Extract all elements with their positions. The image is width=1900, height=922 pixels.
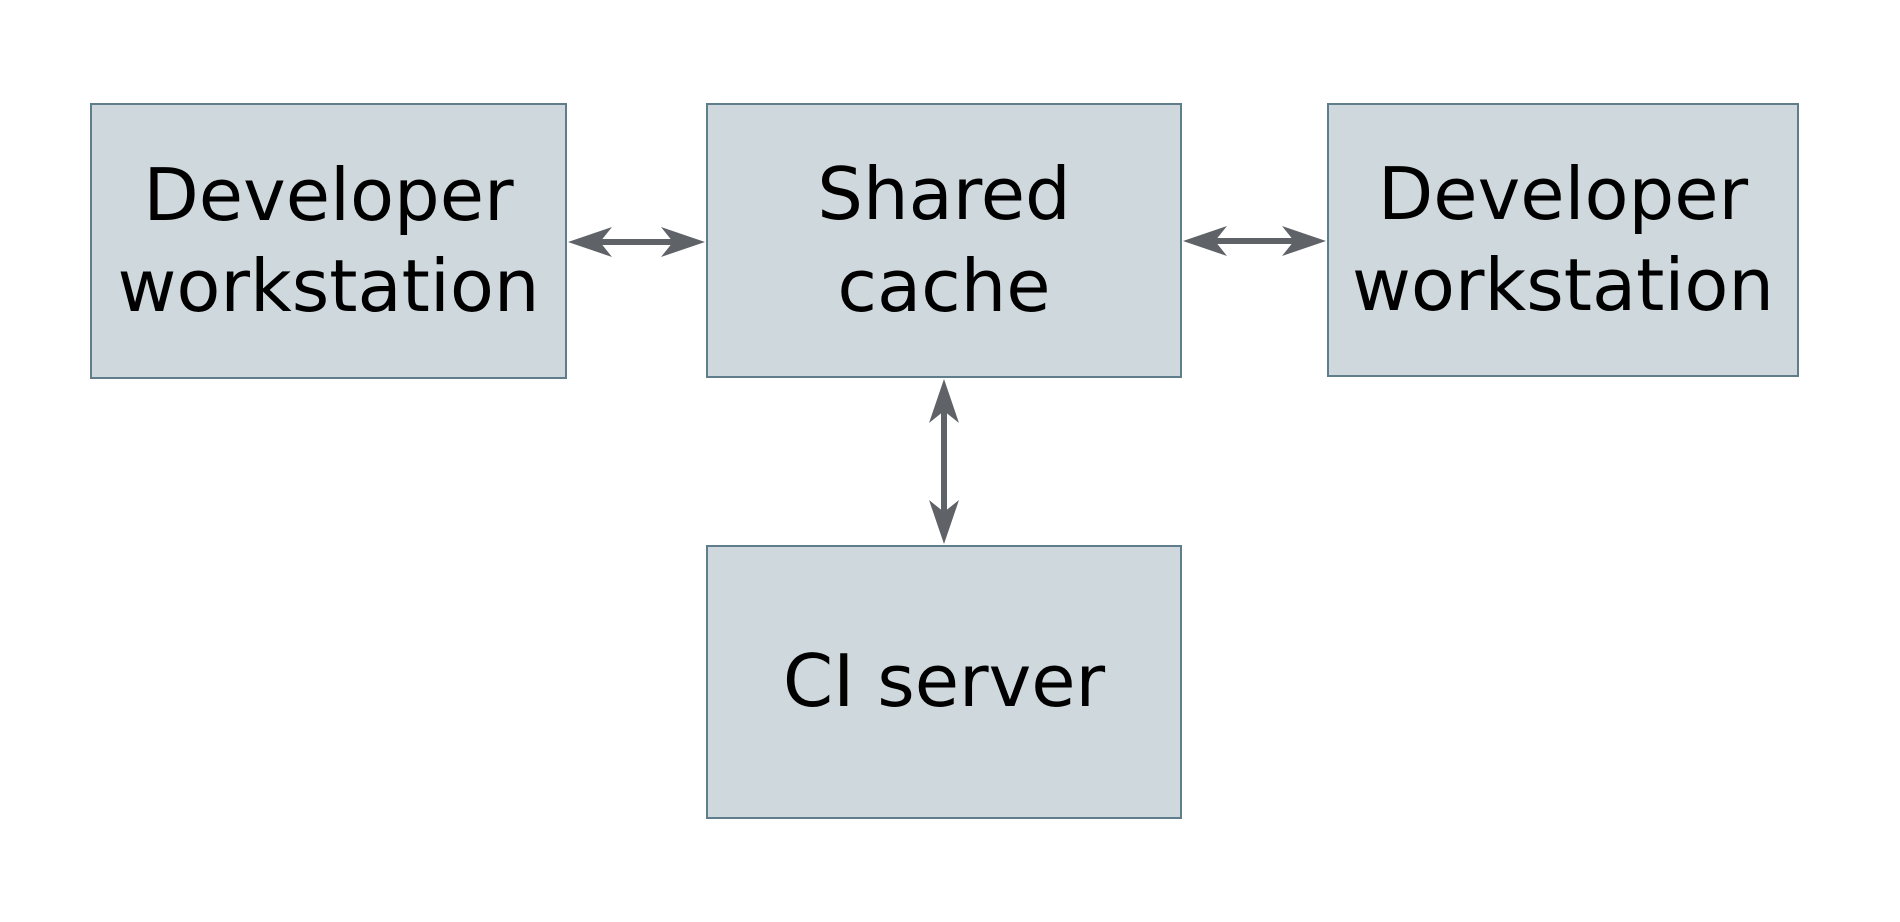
node-label-line: workstation (117, 244, 540, 328)
arrow-shaft (597, 239, 676, 245)
double-arrow-workstation-left-shared-cache-icon (567, 224, 706, 260)
arrowhead-up (929, 379, 959, 423)
arrowhead-right (1282, 226, 1326, 256)
double-arrow-shared-cache-ci-server-icon (926, 378, 962, 545)
node-label-line: Developer (143, 152, 514, 237)
node-developer-workstation-left: Developer workstation (90, 103, 567, 379)
node-shared-cache: Shared cache (706, 103, 1182, 378)
arrow-shaft (1212, 238, 1297, 244)
arrowhead-left (1183, 226, 1227, 256)
arrowhead-right (661, 227, 705, 257)
node-developer-workstation-right: Developer workstation (1327, 103, 1799, 377)
arrowhead-down (929, 500, 959, 544)
node-label-line: CI server (782, 639, 1106, 724)
node-label-line: cache (837, 243, 1051, 328)
arrowhead-left (568, 227, 612, 257)
node-label-line: Shared (817, 152, 1071, 237)
node-ci-server: CI server (706, 545, 1182, 819)
node-label-line: Developer (1377, 151, 1749, 236)
double-arrow-shared-cache-workstation-right-icon (1182, 223, 1327, 259)
arrow-shaft (941, 408, 947, 515)
node-label-line: workstation (1351, 243, 1774, 327)
